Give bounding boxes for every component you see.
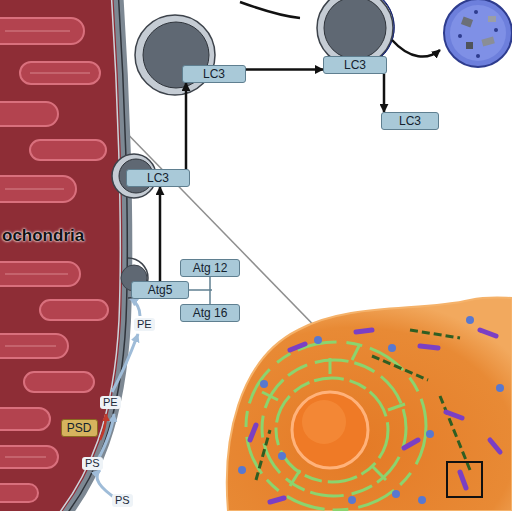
curve-line [240, 2, 300, 18]
enzyme-box: PSD [61, 419, 98, 437]
tag-text: LC3 [344, 58, 366, 72]
protein-tag: LC3 [323, 56, 387, 74]
lipid-label: PE [134, 318, 155, 331]
fusion-arrow [392, 40, 440, 57]
protein-tag: LC3 [182, 65, 246, 83]
tag-text: Atg 16 [193, 306, 228, 320]
protein-tag: LC3 [381, 112, 439, 130]
tag-text: LC3 [147, 171, 169, 185]
conversion-arrow [100, 414, 106, 440]
tag-text: PSD [67, 421, 92, 435]
protein-tag: Atg 12 [180, 259, 240, 277]
zoom-box [447, 462, 482, 497]
tag-text: LC3 [399, 114, 421, 128]
link-line [209, 277, 211, 304]
flow-arrow [159, 187, 162, 281]
autolysosome [444, 0, 512, 67]
lipid-label: PS [82, 457, 103, 470]
flow-arrow [246, 68, 323, 71]
lipid-label: PE [100, 396, 121, 409]
tag-text: Atg5 [148, 283, 173, 297]
tag-text: LC3 [203, 67, 225, 81]
flow-arrow [185, 83, 188, 169]
tag-text: Atg 12 [193, 261, 228, 275]
protein-tag: Atg5 [131, 281, 189, 299]
protein-tag: LC3 [126, 169, 190, 187]
cell [227, 298, 512, 511]
mitochondrion [0, 0, 127, 511]
lipid-label: PS [112, 494, 133, 507]
flow-arrow [383, 74, 386, 112]
nucleus [292, 392, 368, 468]
autophagosome [135, 15, 215, 95]
protein-tag: Atg 16 [180, 304, 240, 322]
organelle-label: ochondria [2, 226, 84, 246]
